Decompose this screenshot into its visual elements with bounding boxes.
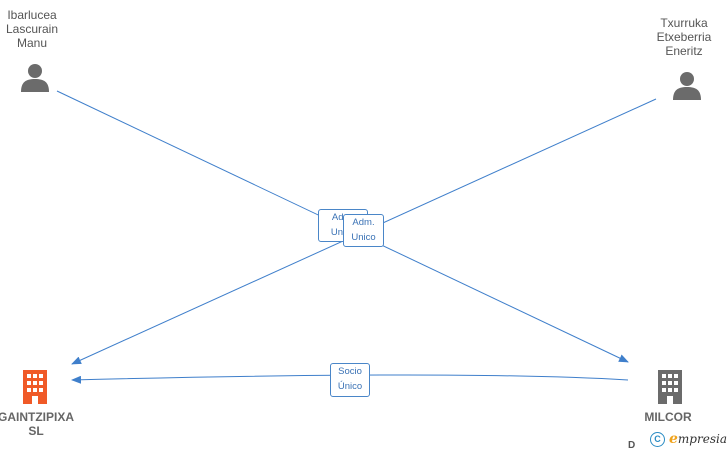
- person-icon[interactable]: [20, 62, 50, 92]
- company-name-milcor[interactable]: MILCOR: [638, 410, 698, 424]
- company-name-line: GAINTZIPIXA: [0, 410, 74, 424]
- brand-name-initial: e: [669, 431, 678, 447]
- edge-label-milcor-gaintzipixa[interactable]: Socio Único: [330, 363, 370, 397]
- partial-label-stub: D: [628, 440, 636, 451]
- person-name-line: Lascurain: [5, 22, 59, 36]
- building-icon[interactable]: [21, 370, 49, 404]
- edge-label-line: Unico: [351, 232, 376, 243]
- edge-label-line: Adm.: [352, 217, 375, 228]
- person-name-line: Eneritz: [665, 44, 703, 58]
- person-name-line: Etxeberria: [656, 30, 712, 44]
- edge-label-line: Unico: [319, 225, 367, 240]
- person-name-line: Manu: [16, 36, 48, 50]
- edge-label-txurruka-gaintzipixa[interactable]: Adm. Unico: [343, 214, 384, 247]
- copyright-icon: C: [650, 431, 665, 447]
- building-icon[interactable]: [656, 370, 684, 404]
- edge-label-line: Socio: [338, 366, 362, 377]
- edge-milcor-gaintzipixa: [71, 374, 629, 384]
- brand-name: empresia: [669, 431, 727, 447]
- person-name-txurruka[interactable]: Txurruka Etxeberria Eneritz: [648, 16, 720, 58]
- brand-name-rest: mpresia: [677, 432, 727, 446]
- person-name-ibarlucea[interactable]: Ibarlucea Lascurain Manu: [0, 8, 64, 50]
- person-icon[interactable]: [672, 70, 702, 100]
- company-name-line: MILCOR: [644, 410, 692, 424]
- brand-watermark: C empresia: [650, 430, 727, 448]
- company-name-line: SL: [28, 424, 44, 438]
- person-name-line: Ibarlucea: [7, 8, 57, 22]
- edge-label-line: Único: [337, 381, 363, 392]
- person-name-line: Txurruka: [660, 16, 708, 30]
- company-name-gaintzipixa[interactable]: GAINTZIPIXA SL: [0, 410, 78, 438]
